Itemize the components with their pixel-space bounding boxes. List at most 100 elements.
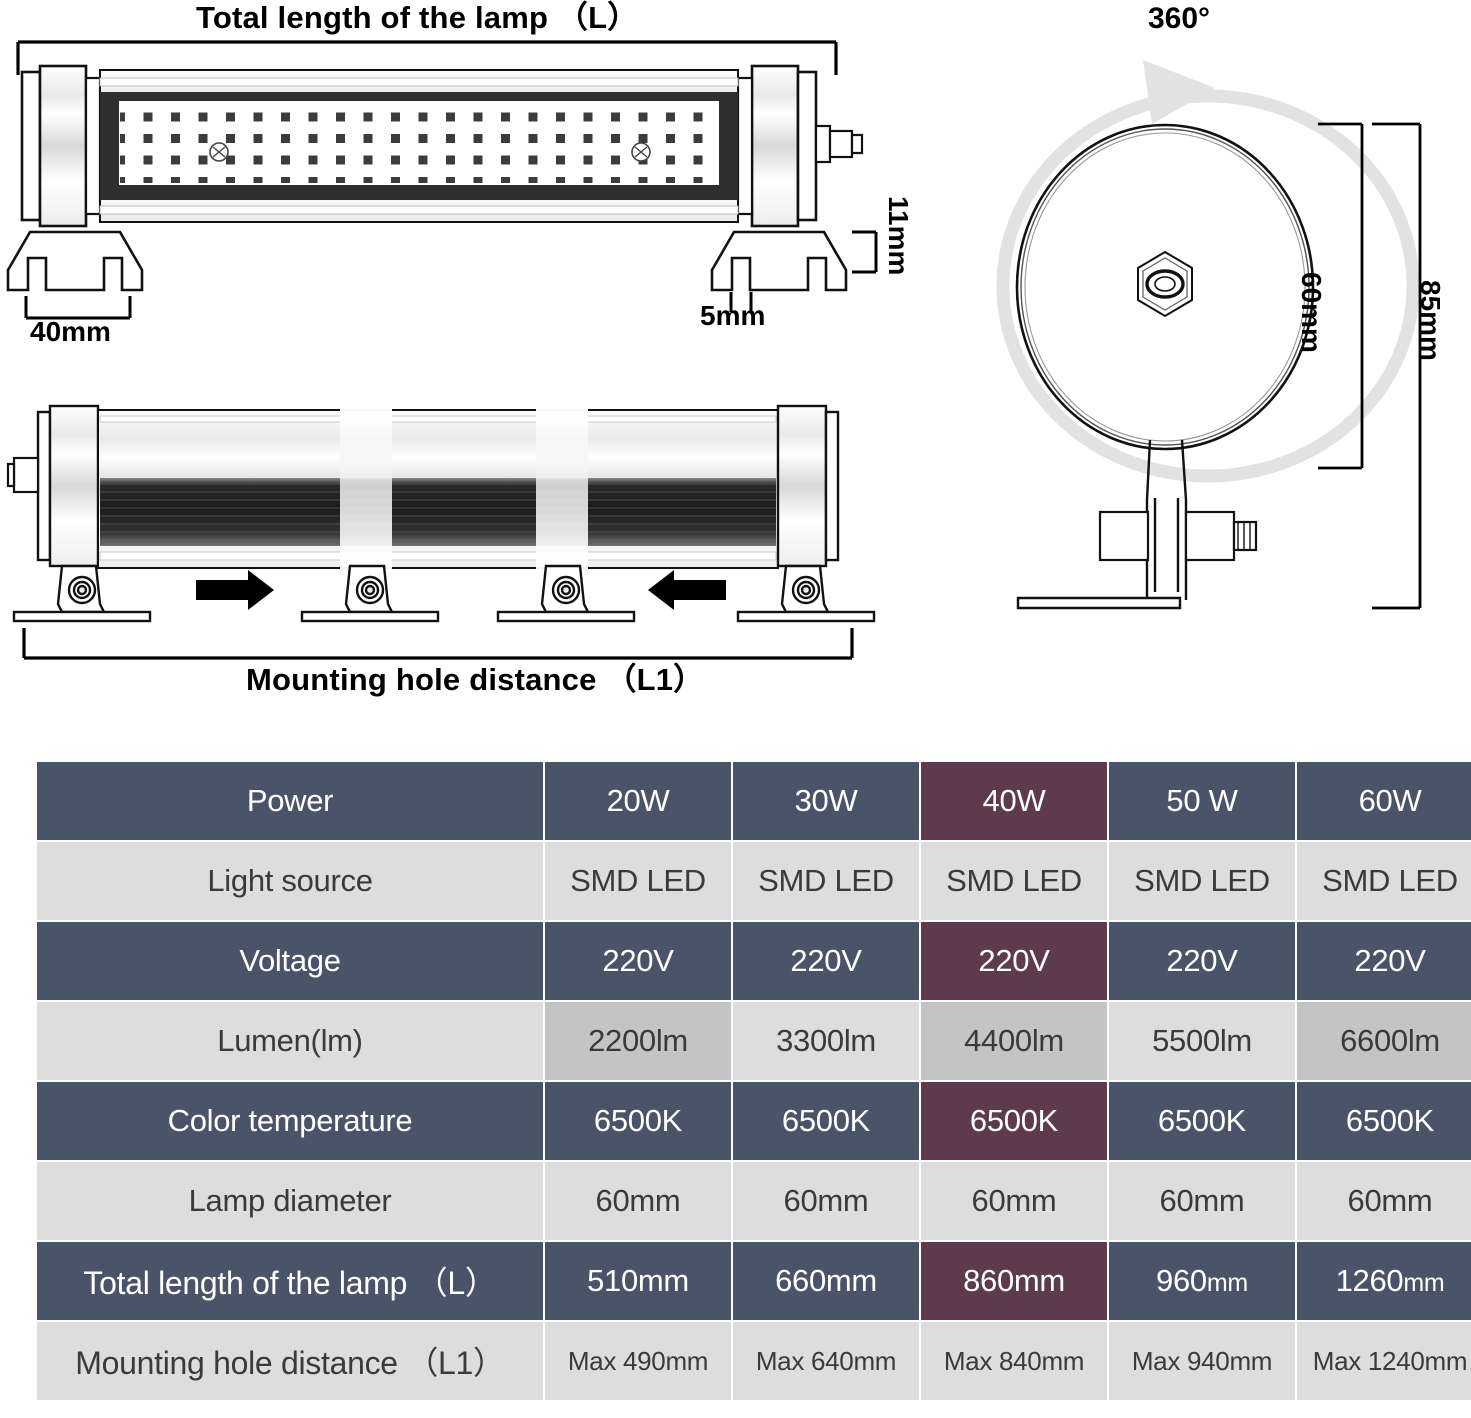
left-mounting-bracket bbox=[6, 230, 144, 292]
table-cell: 3300lm bbox=[733, 1002, 919, 1080]
table-cell: 6600lm bbox=[1297, 1002, 1471, 1080]
table-cell: 860mm bbox=[921, 1242, 1107, 1320]
table-cell: 40W bbox=[921, 762, 1107, 840]
row-label: Light source bbox=[37, 842, 543, 920]
table-cell: 60mm bbox=[1109, 1162, 1295, 1240]
diameter-dimension bbox=[1318, 122, 1364, 470]
table-cell: 510mm bbox=[545, 1242, 731, 1320]
slide-arrow-left-icon bbox=[648, 570, 726, 610]
table-cell: 20W bbox=[545, 762, 731, 840]
table-cell: 60mm bbox=[921, 1162, 1107, 1240]
top-view-title: Total length of the lamp （L） bbox=[196, 0, 639, 35]
bracket-height-label: 11mm bbox=[883, 196, 914, 276]
table-cell: Max 1240mm bbox=[1297, 1322, 1471, 1400]
bracket-width-label: 40mm bbox=[30, 316, 111, 347]
table-cell: 220V bbox=[733, 922, 919, 1000]
technical-drawing-area: Total length of the lamp （L） Mounting ho… bbox=[6, 0, 1446, 697]
table-cell: 960mm bbox=[1109, 1242, 1295, 1320]
table-cell: 60mm bbox=[733, 1162, 919, 1240]
row-label: Power bbox=[37, 762, 543, 840]
table-cell: SMD LED bbox=[545, 842, 731, 920]
table-cell: 5500lm bbox=[1109, 1002, 1295, 1080]
table-cell: 6500K bbox=[545, 1082, 731, 1160]
side-right-cap bbox=[776, 404, 840, 568]
foot-bracket-4 bbox=[736, 564, 876, 623]
locking-knob bbox=[1098, 510, 1258, 562]
bottom-view-title: Mounting hole distance （L1） bbox=[246, 662, 705, 697]
table-cell: 660mm bbox=[733, 1242, 919, 1320]
table-cell: Max 940mm bbox=[1109, 1322, 1295, 1400]
total-length-dimension bbox=[16, 40, 838, 75]
right-end-cap bbox=[736, 64, 818, 228]
slide-arrow-right-icon bbox=[196, 570, 274, 610]
slot-width-dimension bbox=[729, 292, 753, 312]
led-panel bbox=[119, 101, 719, 185]
table-cell: 220V bbox=[545, 922, 731, 1000]
table-cell: SMD LED bbox=[1297, 842, 1471, 920]
slide-band-2 bbox=[536, 408, 588, 570]
row-label: Total length of the lamp （L） bbox=[37, 1242, 543, 1320]
dimension-drawings-svg bbox=[6, 40, 1422, 660]
mounting-distance-dimension bbox=[22, 628, 854, 660]
cable-gland-top bbox=[814, 124, 864, 164]
table-cell: Max 840mm bbox=[921, 1322, 1107, 1400]
lamp-tube-side bbox=[97, 409, 779, 569]
row-label: Lamp diameter bbox=[37, 1162, 543, 1240]
table-cell: 4400lm bbox=[921, 1002, 1107, 1080]
table-cell: 6500K bbox=[921, 1082, 1107, 1160]
lamp-front-view bbox=[6, 40, 878, 320]
foot-bracket-3 bbox=[496, 564, 636, 623]
overall-height-label: 85mm bbox=[1415, 280, 1446, 361]
table-cell: 220V bbox=[921, 922, 1107, 1000]
row-label: Voltage bbox=[37, 922, 543, 1000]
lamp-diameter-label: 60mm bbox=[1296, 272, 1327, 353]
slide-band-1 bbox=[340, 408, 392, 570]
left-end-cap bbox=[20, 64, 102, 228]
table-cell: 60mm bbox=[1297, 1162, 1471, 1240]
cable-gland-side bbox=[6, 456, 40, 494]
table-cell: 6500K bbox=[733, 1082, 919, 1160]
foot-bracket-1 bbox=[12, 564, 152, 623]
foot-bracket-2 bbox=[300, 564, 440, 623]
rotation-arrow-head-icon bbox=[1143, 60, 1215, 124]
lamp-side-view bbox=[6, 404, 876, 660]
table-cell: SMD LED bbox=[921, 842, 1107, 920]
base-plate bbox=[1016, 596, 1182, 610]
table-cell: 60mm bbox=[545, 1162, 731, 1240]
height-dimension bbox=[1372, 122, 1422, 610]
lamp-end-view bbox=[996, 60, 1422, 610]
table-cell: SMD LED bbox=[733, 842, 919, 920]
table-cell: 220V bbox=[1109, 922, 1295, 1000]
table-cell: 30W bbox=[733, 762, 919, 840]
bracket-width-dimension bbox=[24, 296, 132, 320]
table-cell: 60W bbox=[1297, 762, 1471, 840]
table-cell: Max 640mm bbox=[733, 1322, 919, 1400]
panel-screw-left bbox=[209, 142, 229, 162]
right-mounting-bracket bbox=[710, 230, 848, 292]
table-cell: SMD LED bbox=[1109, 842, 1295, 920]
swivel-bracket bbox=[1145, 439, 1188, 600]
slot-width-label: 5mm bbox=[700, 300, 766, 331]
row-label: Lumen(lm) bbox=[37, 1002, 543, 1080]
side-left-cap bbox=[36, 404, 100, 568]
rotation-label: 360° bbox=[1148, 2, 1211, 35]
table-cell: 6500K bbox=[1109, 1082, 1295, 1160]
bracket-height-dimension bbox=[852, 230, 878, 274]
table-cell: 1260mm bbox=[1297, 1242, 1471, 1320]
rotation-arc bbox=[996, 89, 1420, 483]
table-cell: 220V bbox=[1297, 922, 1471, 1000]
panel-screw-right bbox=[631, 142, 651, 162]
table-cell: 2200lm bbox=[545, 1002, 731, 1080]
table-cell: 50 W bbox=[1109, 762, 1295, 840]
table-cell: 6500K bbox=[1297, 1082, 1471, 1160]
row-label: Mounting hole distance （L1） bbox=[37, 1322, 543, 1400]
